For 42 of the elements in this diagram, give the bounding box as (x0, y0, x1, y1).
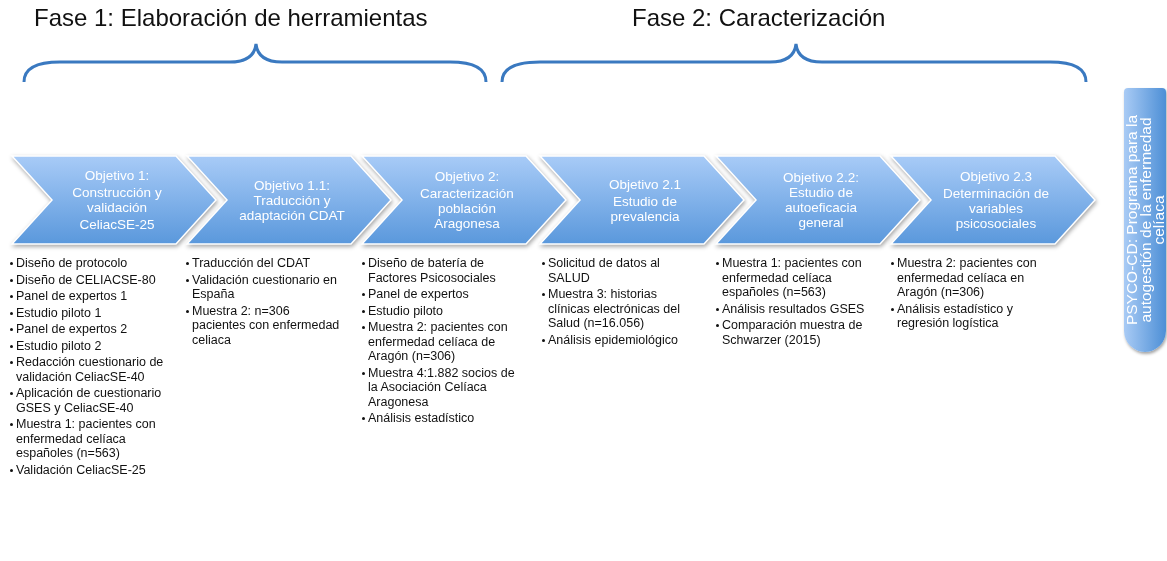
objective-text: Construcción y validación (71, 185, 163, 215)
objective-text: Objetivo 2: (434, 169, 500, 184)
bullet-text: Diseño de CELIACSE-80 (16, 272, 156, 287)
bullet-text: Muestra 1: pacientes con enfermedad celíaca españoles (n=563) (722, 256, 863, 300)
bullet-text: Redacción cuestionario de validación CeliacSE-40 (16, 355, 165, 384)
bullet-text: Muestra 1: pacientes con enfermedad celíaca españoles (n=563) (16, 417, 157, 461)
objective-text: Objetivo 2.1 (608, 176, 681, 192)
bullet-text: Validación CeliacSE-25 (16, 462, 146, 477)
phase-title: Fase 2: Caracterización (632, 4, 886, 32)
phase-title: Fase 1: Elaboración de herramientas (34, 4, 428, 32)
bullet-text: Análisis estadístico y regresión logística (897, 301, 1015, 331)
objective-text: Objetivo 2.3 (959, 169, 1032, 184)
bullet-text: Panel de expertos 1 (16, 289, 128, 304)
objective-text: CeliacSE-25 (79, 217, 155, 232)
objective-text: Objetivo 1: (84, 168, 150, 183)
objective-text: Objetivo 2.2: Estudio de autoeficacia general (782, 170, 860, 230)
bullet-text: Validación cuestionario en España (192, 272, 338, 302)
bullet-text: Diseño de protocolo (16, 256, 128, 271)
bullet-text: Estudio piloto (368, 303, 444, 318)
objective-text: Caracterización población Aragonesa (419, 186, 515, 231)
bullet-text: Comparación muestra de Schwarzer (2015) (722, 318, 864, 347)
program-text: PSYCO-CD: Programa para la autogestión de la enfermedad celíaca (1124, 113, 1166, 328)
bullet-text: Muestra 4:1.882 socios de la Asociación Celíaca Aragonesa (368, 365, 516, 409)
bullet-text: Panel de expertos 2 (16, 322, 128, 337)
bullet-text: Muestra 2: pacientes con enfermedad celíaca en Aragón (n=306) (897, 256, 1038, 300)
bullet-text: Traducción del CDAT (192, 256, 311, 271)
objective-text: Objetivo 1.1: Traducción y adaptación CDAT (239, 177, 345, 223)
bullet-text: Análisis epidemiológico (548, 332, 678, 347)
program-box (1124, 88, 1166, 352)
bullet-text: Análisis resultados GSES (722, 301, 865, 316)
bullet-text: Diseño de batería de Factores Psicosociales (368, 256, 497, 285)
objective-text: Estudio de prevalencia (609, 193, 681, 224)
bullet-text: Muestra 3: historias clínicas electrónicas del Salud (n=16.056) (548, 287, 681, 331)
objective-text: Determinación de variables psicosociales (943, 186, 1049, 231)
bullet-text: Estudio piloto 2 (16, 338, 102, 353)
bullet-text: Solicitud de datos al SALUD (548, 256, 661, 285)
bullet-text: Estudio piloto 1 (16, 305, 102, 320)
bullet-text: Muestra 2: n=306 pacientes con enfermedad celiaca (192, 303, 341, 347)
bullet-text: Panel de expertos (368, 287, 469, 302)
bullet-text: Aplicación de cuestionario GSES y CeliacSE-40 (16, 386, 163, 415)
bullet-text: Muestra 2: pacientes con enfermedad celíaca de Aragón (n=306) (368, 320, 509, 364)
bullet-text: Análisis estadístico (368, 411, 475, 426)
